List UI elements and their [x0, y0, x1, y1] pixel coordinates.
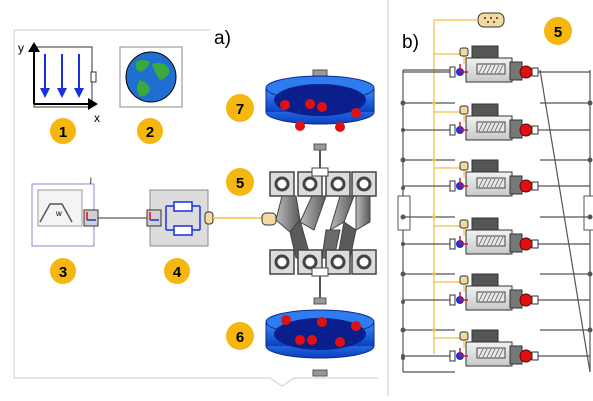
y-axis-arrow-icon: [28, 42, 40, 52]
panel-b: b) 5: [397, 12, 593, 373]
actuator-unit[interactable]: [400, 217, 593, 304]
actuator-rows: [400, 45, 593, 367]
actuator-bus-line: [433, 19, 478, 354]
actuator-unit[interactable]: [400, 273, 593, 360]
gravity-arrows-icon: [44, 54, 80, 92]
panel-b-label: b): [402, 32, 419, 53]
svg-text:3: 3: [59, 264, 67, 281]
bottom-platform[interactable]: [265, 297, 375, 377]
badge-5b: 5: [544, 17, 572, 45]
panel-a-frame: [13, 30, 378, 387]
bottom-platform-masses-icon: [281, 315, 361, 347]
svg-text:2: 2: [146, 124, 154, 141]
badge-7: 7: [226, 94, 254, 122]
svg-text:ȷ: ȷ: [89, 175, 92, 184]
svg-text:7: 7: [236, 101, 244, 118]
controller-output-port[interactable]: [204, 211, 214, 225]
actuator-bus-connector[interactable]: [477, 12, 505, 28]
top-platform[interactable]: [265, 69, 375, 172]
badge-6: 6: [226, 322, 254, 350]
trajectory-signal-label: w: [55, 209, 62, 218]
svg-text:5: 5: [236, 175, 244, 192]
panel-a-label: a): [214, 28, 231, 49]
controller-blocks-icon: [165, 201, 201, 236]
gravity-block[interactable]: y x: [18, 41, 100, 125]
svg-text:1: 1: [59, 124, 67, 141]
actuator-unit[interactable]: [400, 159, 593, 246]
x-axis-arrow-icon: [88, 98, 98, 110]
world-block[interactable]: [119, 46, 183, 108]
globe-icon: [125, 51, 177, 103]
left-rail-element: [397, 195, 411, 231]
actuator-unit[interactable]: [401, 329, 590, 367]
panel-a: y x 1 2 w ȷ: [13, 28, 378, 387]
gravity-port[interactable]: [90, 71, 97, 83]
trajectory-block[interactable]: w ȷ: [31, 175, 99, 247]
trajectory-output-port[interactable]: [83, 209, 99, 227]
controller-input-port[interactable]: [146, 209, 162, 227]
badge-1: 1: [50, 118, 76, 144]
svg-text:6: 6: [236, 329, 244, 346]
trajectory-profile-icon: [39, 203, 73, 223]
controller-block[interactable]: [146, 189, 214, 247]
badge-3: 3: [50, 258, 76, 284]
svg-text:4: 4: [173, 264, 182, 281]
badge-4: 4: [164, 258, 190, 284]
y-axis-label: y: [18, 41, 24, 55]
badge-2: 2: [137, 118, 163, 144]
actuator-unit[interactable]: [400, 45, 593, 132]
top-platform-masses-icon: [280, 99, 361, 132]
svg-text:5: 5: [554, 24, 562, 41]
badge-5a: 5: [226, 168, 254, 196]
actuator-unit[interactable]: [400, 103, 593, 190]
x-axis-label: x: [94, 111, 100, 125]
hexapod-mechanism[interactable]: [269, 167, 377, 298]
hexapod-bus-connector[interactable]: [261, 212, 277, 226]
right-rail-element: [583, 195, 593, 231]
